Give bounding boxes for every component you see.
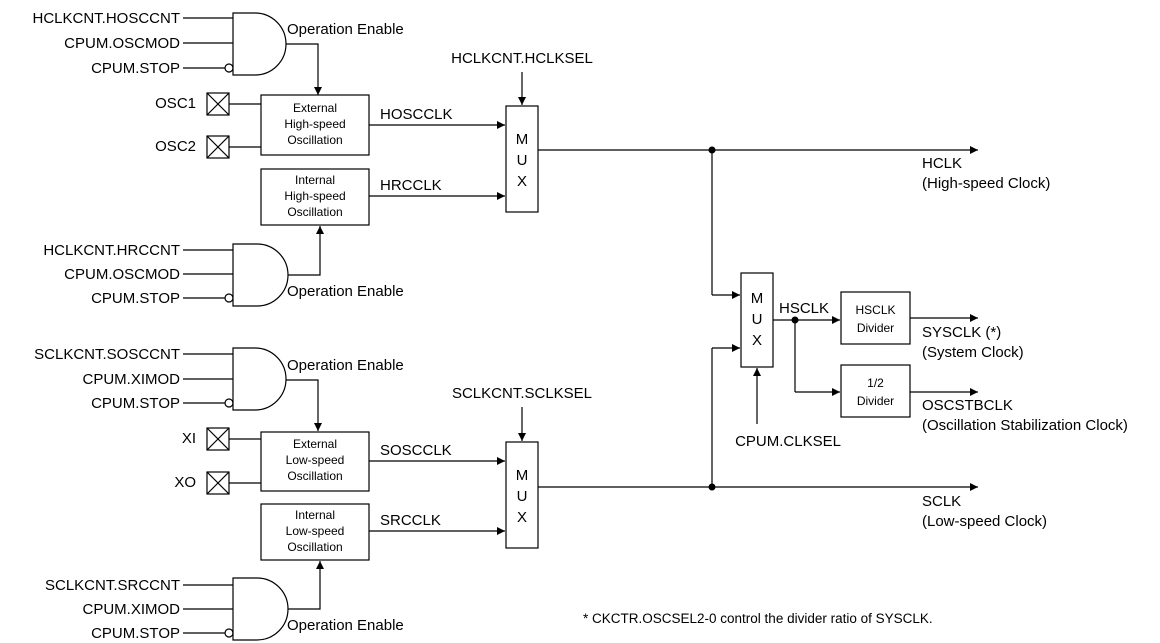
and-gate-src-enable (183, 561, 324, 641)
output-label-sclk: SCLK (922, 493, 961, 510)
block-label: High-speed (284, 117, 345, 131)
pin-xi-icon (206, 427, 261, 451)
block-label: Internal (295, 173, 335, 187)
gate-input-label: CPUM.STOP (91, 290, 180, 307)
pin-label-osc2: OSC2 (155, 138, 196, 155)
mux-letter: X (752, 332, 762, 349)
block-label: Oscillation (287, 469, 342, 483)
mux-letter: X (517, 509, 527, 526)
block-label: Oscillation (287, 540, 342, 554)
hsclk-divider-block (840, 291, 911, 345)
gate-input-label: CPUM.STOP (91, 60, 180, 77)
internal-low-speed-oscillation-block (260, 503, 370, 561)
block-label: 1/2 (867, 376, 884, 390)
block-label: HSCLK (855, 303, 895, 317)
block-label: Low-speed (286, 453, 345, 467)
signal-label-srcclk: SRCCLK (380, 512, 441, 529)
operation-enable-label: Operation Enable (287, 617, 404, 634)
block-label: Internal (295, 508, 335, 522)
output-label-oscstbclk: OSCSTBCLK (922, 397, 1013, 414)
block-label: Oscillation (287, 205, 342, 219)
pin-label-xo: XO (174, 474, 196, 491)
gate-input-label: HCLKCNT.HOSCCNT (32, 10, 180, 27)
block-label: External (293, 437, 337, 451)
gate-input-label: CPUM.XIMOD (83, 601, 181, 618)
block-label: Oscillation (287, 133, 342, 147)
operation-enable-label: Operation Enable (287, 357, 404, 374)
gate-input-label: CPUM.STOP (91, 395, 180, 412)
block-label: Divider (857, 321, 894, 335)
mux-letter: U (517, 152, 528, 169)
operation-enable-label: Operation Enable (287, 283, 404, 300)
half-divider-block (840, 364, 911, 418)
pin-osc2-icon (206, 135, 261, 159)
signal-label-hrcclk: HRCCLK (380, 177, 442, 194)
mux-select-label-clksel: CPUM.CLKSEL (735, 433, 841, 450)
block-label: Low-speed (286, 524, 345, 538)
gate-input-label: CPUM.STOP (91, 625, 180, 642)
gate-input-label: HCLKCNT.HRCCNT (43, 242, 180, 259)
mux-letter: M (516, 131, 529, 148)
pin-label-osc1: OSC1 (155, 95, 196, 112)
pin-osc1-icon (206, 92, 261, 116)
output-desc-hclk: (High-speed Clock) (922, 175, 1050, 192)
output-desc-sclk: (Low-speed Clock) (922, 513, 1047, 530)
external-low-speed-oscillation-block (260, 431, 370, 492)
gate-input-label: CPUM.XIMOD (83, 371, 181, 388)
junction-dot (708, 483, 716, 491)
and-gate-hosc-enable (183, 12, 322, 95)
mux-select-label-hclksel: HCLKCNT.HCLKSEL (451, 50, 593, 67)
block-label: External (293, 101, 337, 115)
signal-label-hsclk: HSCLK (779, 300, 829, 317)
gate-input-label: CPUM.OSCMOD (64, 35, 180, 52)
pin-label-xi: XI (182, 430, 196, 447)
mux-letter: U (752, 311, 763, 328)
output-label-hclk: HCLK (922, 155, 962, 172)
output-label-sysclk: SYSCLK (*) (922, 324, 1001, 341)
output-desc-sysclk: (System Clock) (922, 344, 1024, 361)
output-desc-oscstbclk: (Oscillation Stabilization Clock) (922, 417, 1128, 434)
block-label: High-speed (284, 189, 345, 203)
hsclk-mux (740, 272, 774, 368)
mux-letter: U (517, 488, 528, 505)
mux-select-label-sclksel: SCLKCNT.SCLKSEL (452, 385, 592, 402)
hclk-mux (505, 105, 539, 213)
mux-letter: X (517, 173, 527, 190)
pin-xo-icon (206, 471, 261, 495)
operation-enable-label: Operation Enable (287, 21, 404, 38)
gate-input-label: SCLKCNT.SOSCCNT (34, 346, 180, 363)
gate-input-label: CPUM.OSCMOD (64, 266, 180, 283)
signal-label-hoscclk: HOSCCLK (380, 106, 453, 123)
signal-label-sosclk: SOSCCLK (380, 442, 452, 459)
gate-input-label: SCLKCNT.SRCCNT (45, 577, 180, 594)
and-gate-hrc-enable (183, 226, 324, 307)
sclk-mux (505, 441, 539, 549)
and-gate-sosc-enable (183, 347, 322, 431)
block-label: Divider (857, 394, 894, 408)
mux-letter: M (516, 467, 529, 484)
internal-high-speed-oscillation-block (260, 168, 370, 226)
footnote: * CKCTR.OSCSEL2-0 control the divider ra… (583, 611, 933, 626)
mux-letter: M (751, 290, 764, 307)
